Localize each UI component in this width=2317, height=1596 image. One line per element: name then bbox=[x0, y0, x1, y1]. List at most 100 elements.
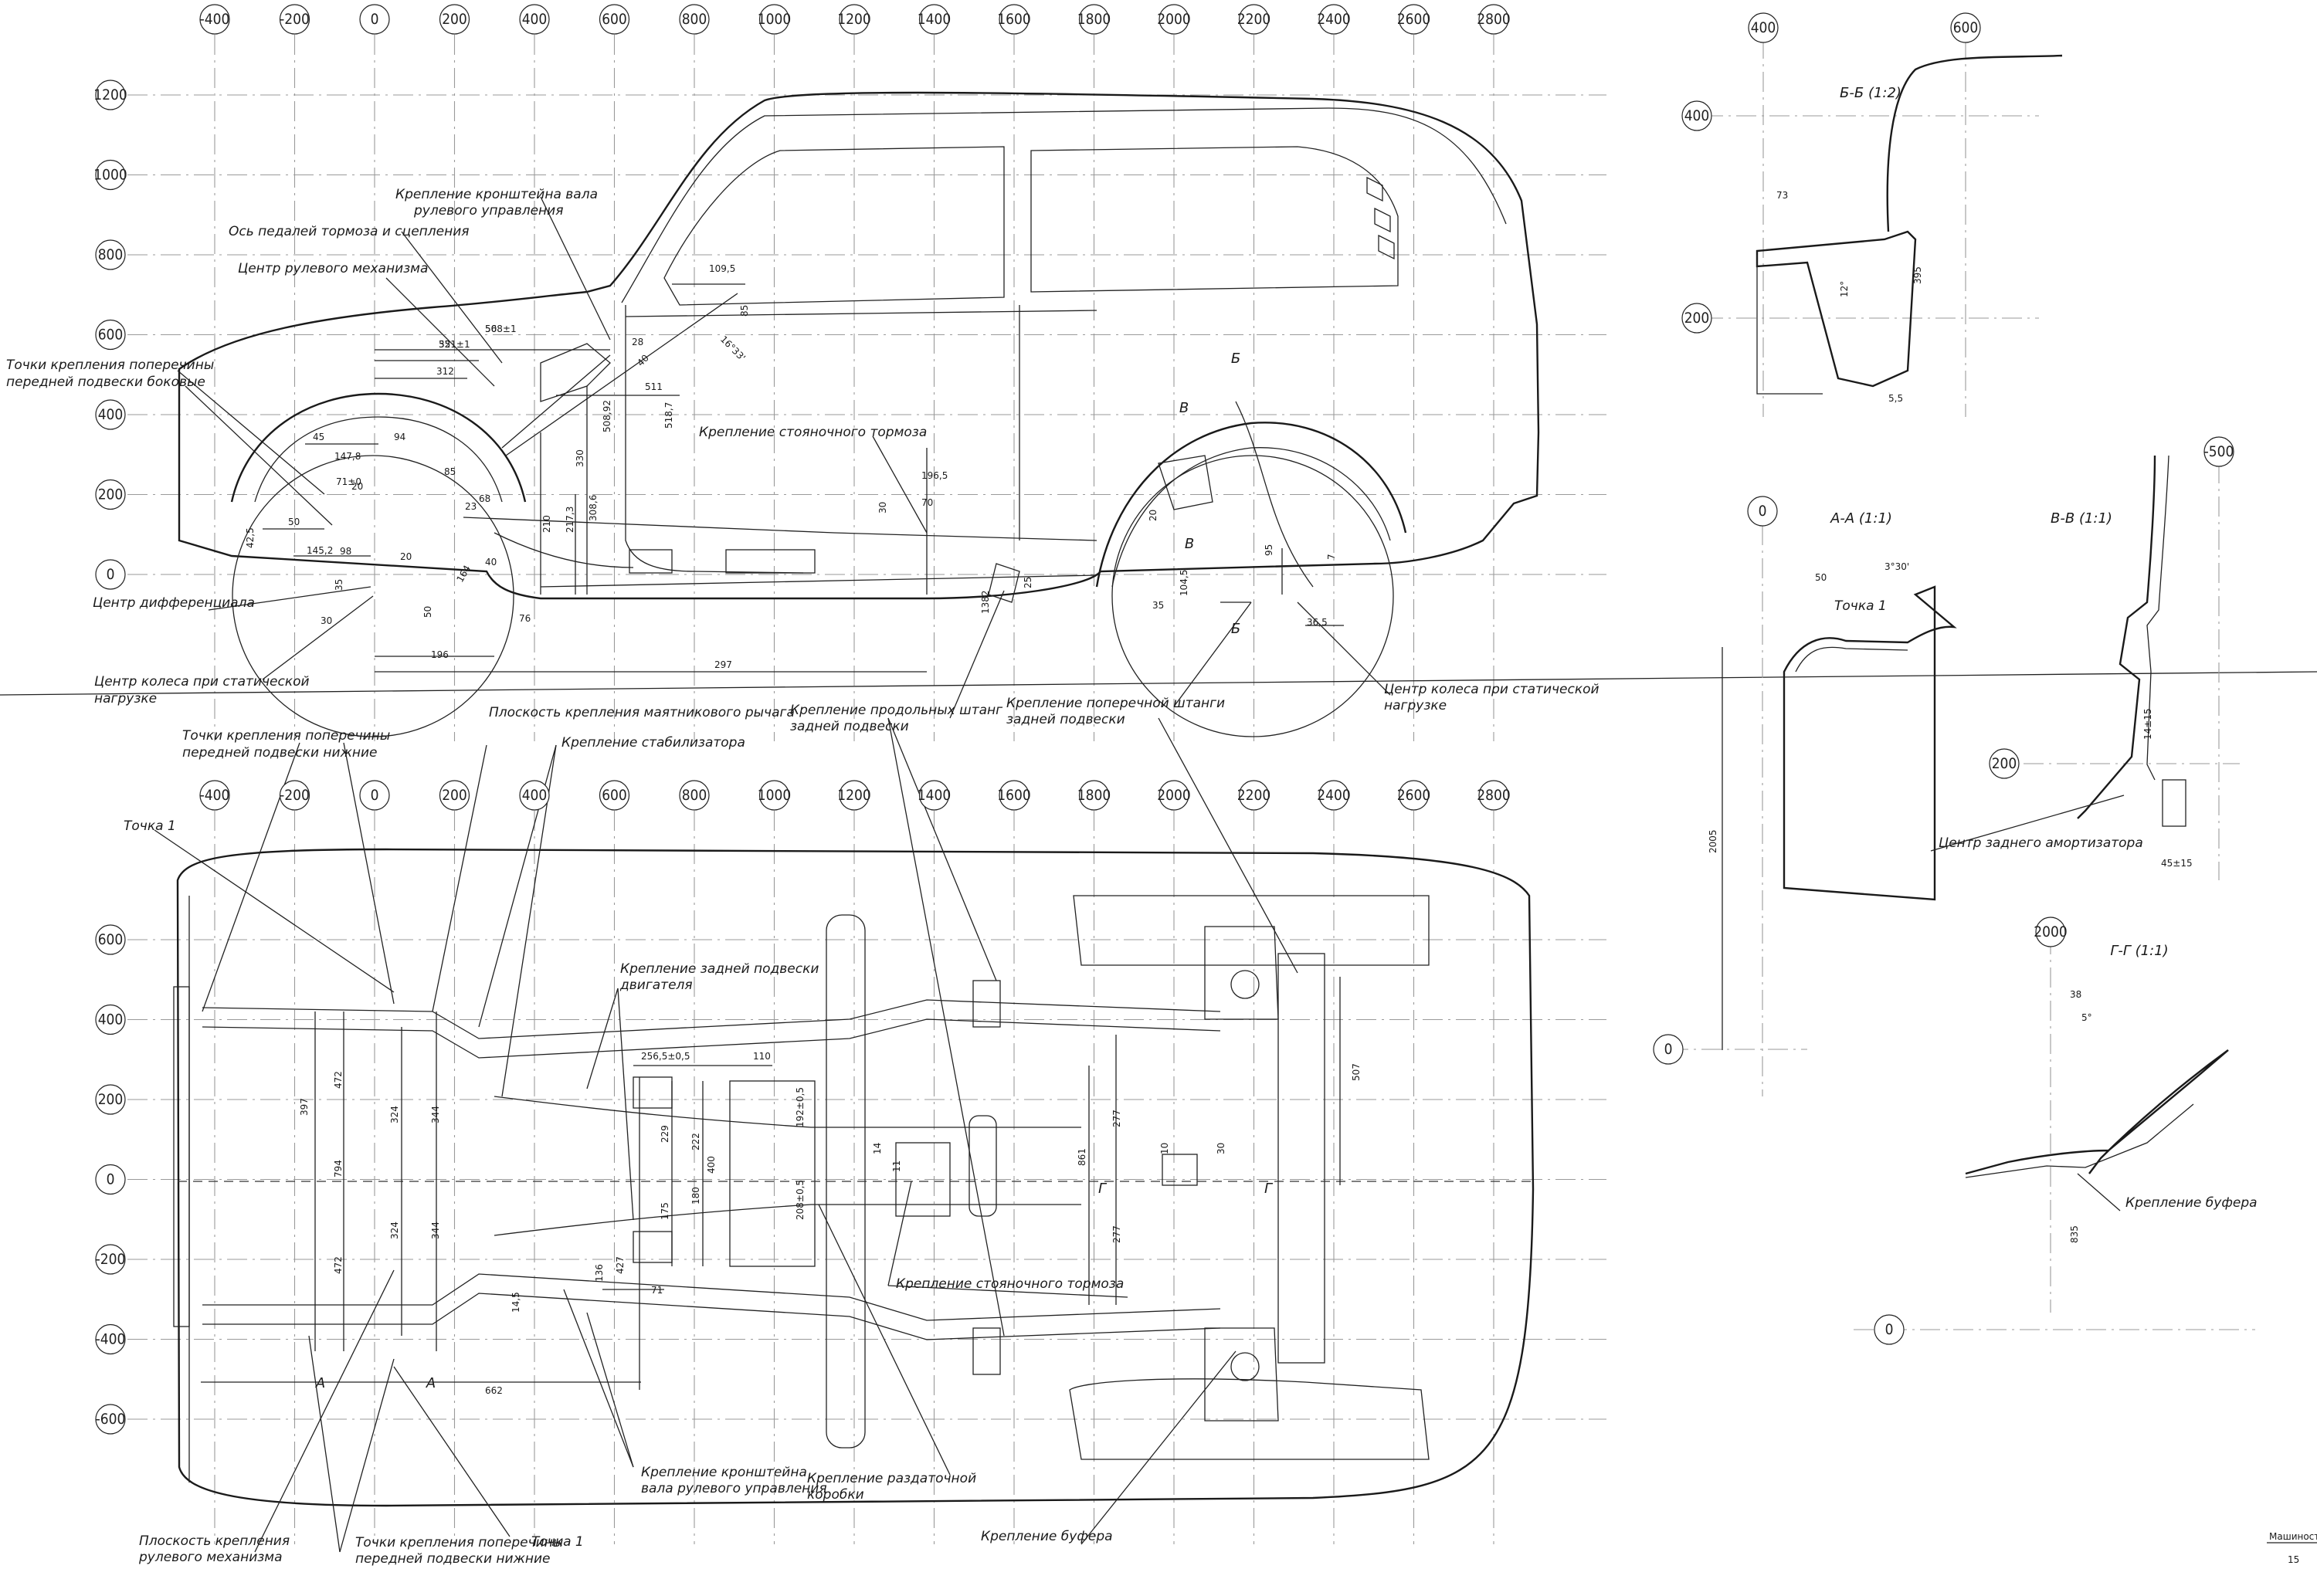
dimension-value: 5° bbox=[2081, 1012, 2092, 1023]
rear-wheel-arch-inner bbox=[1111, 447, 1391, 588]
label-stabilizer: Крепление стабилизатора bbox=[561, 735, 745, 751]
label-diff-center: Центр дифференциала bbox=[93, 595, 255, 611]
gg-inner bbox=[1965, 1103, 2194, 1178]
vv-profile bbox=[2077, 455, 2156, 819]
axis-bubble-x: 1600 bbox=[997, 780, 1031, 811]
front-window bbox=[663, 146, 1005, 306]
dimension-value: 568±1 bbox=[485, 324, 517, 334]
dimension-value: 30 bbox=[321, 615, 332, 626]
dimension-value: 73 bbox=[1776, 190, 1788, 201]
section-axis-bubble: 0 bbox=[1747, 496, 1778, 527]
dimension-value: 42,5 bbox=[245, 527, 256, 548]
dimension-value: 297 bbox=[714, 659, 732, 670]
dimension-value: 507 bbox=[1351, 1063, 1362, 1081]
axis-bubble-z: 1200 bbox=[93, 80, 127, 110]
dimension-value: 35 bbox=[334, 579, 344, 591]
axis-bubble-x: -200 bbox=[279, 4, 310, 35]
dimension-value: 45±15 bbox=[2161, 858, 2193, 869]
rear-floor-panel bbox=[1069, 1378, 1430, 1460]
axis-bubble-x: 1800 bbox=[1077, 4, 1111, 35]
rear-wheel-arch bbox=[1095, 422, 1407, 588]
label-wheel-center-rear-1: Центр колеса при статической bbox=[1384, 682, 1600, 697]
dimension-value: 344 bbox=[430, 1106, 441, 1123]
dimension-value: 147,8 bbox=[334, 451, 361, 462]
label-rear-long-rods-2: задней подвески bbox=[790, 719, 909, 734]
bottom-labels: Точки крепления поперечины передней подв… bbox=[124, 705, 1124, 1567]
axis-label-x: 2000 bbox=[1157, 787, 1191, 804]
label-engine-rear-1: Крепление задней подвески bbox=[620, 961, 819, 977]
label-rear-cross-rod-2: задней подвески bbox=[1006, 712, 1125, 727]
side-view: Б Б В В bbox=[177, 91, 1540, 737]
axis-bubble-x: 2400 bbox=[1317, 4, 1351, 35]
floor-box-1 bbox=[629, 549, 673, 574]
dimension-value: 85 bbox=[739, 305, 750, 317]
axis-label-x: -400 bbox=[200, 787, 230, 804]
section-axis-bubble: -500 bbox=[2203, 436, 2234, 467]
bottom-leader-lines bbox=[154, 717, 1298, 1553]
bb-pillar bbox=[1886, 54, 2063, 232]
label-parking-brake-bottom: Крепление стояночного тормоза bbox=[896, 1276, 1124, 1292]
dimension-value: 192±0,5 bbox=[795, 1087, 806, 1127]
axis-bubble-y: 200 bbox=[95, 1084, 126, 1115]
vv-title: В-В (1:1) bbox=[2051, 510, 2112, 527]
rear-rod-mount-left bbox=[972, 980, 1001, 1028]
frame-line-2 bbox=[540, 574, 1097, 588]
section-axis-bubble: 600 bbox=[1950, 12, 1981, 43]
dimension-value: 30 bbox=[1216, 1143, 1226, 1154]
dimension-value: 20 bbox=[400, 551, 412, 562]
axis-bubble-x: 0 bbox=[359, 4, 390, 35]
dimension-value: 312 bbox=[436, 366, 454, 377]
dimension-value: 40 bbox=[485, 557, 497, 568]
rear-right-hole bbox=[1230, 1352, 1260, 1381]
dimension-value: 20 bbox=[1148, 510, 1158, 521]
label-front-susp-lateral-1: Точки крепления поперечины bbox=[6, 357, 214, 373]
dimension-value: 217,3 bbox=[565, 507, 575, 533]
axis-bubble-x: 600 bbox=[599, 4, 630, 35]
label-pendulum-plane: Плоскость крепления маятникового рычага bbox=[489, 705, 795, 720]
dimension-value: 427 bbox=[615, 1256, 626, 1274]
dimension-value: 344 bbox=[430, 1222, 441, 1239]
axis-bubble-x: -200 bbox=[279, 780, 310, 811]
rear-floor-panel-top bbox=[1073, 895, 1430, 966]
axis-label-x: -200 bbox=[280, 787, 310, 804]
axis-bubble-x: 1800 bbox=[1077, 780, 1111, 811]
section-mark-b-bottom: Б bbox=[1231, 621, 1240, 637]
axis-bubble-x: 1600 bbox=[997, 4, 1031, 35]
label-bracket-shaft-2: рулевого управления bbox=[413, 203, 563, 219]
axis-label-x: 800 bbox=[682, 11, 707, 28]
dimension-value: 508,92 bbox=[602, 400, 612, 432]
section-axis-label: 2000 bbox=[2034, 923, 2068, 940]
dimension-value: 16°33' bbox=[718, 334, 748, 363]
axis-bubble-x: 1000 bbox=[758, 4, 791, 35]
dimension-value: 104,5 bbox=[1179, 570, 1189, 596]
steering-bracket-shape bbox=[540, 343, 611, 402]
dimension-value: 71±0 bbox=[336, 476, 361, 487]
rear-rod-bracket bbox=[1158, 455, 1213, 510]
member-right-upper bbox=[202, 1273, 1221, 1321]
axis-bubble-x: 2800 bbox=[1477, 780, 1511, 811]
dimension-value: 210 bbox=[541, 515, 552, 533]
front-wheel-circle bbox=[232, 455, 514, 737]
front-wheel-arch bbox=[230, 392, 527, 503]
dimension-value: 2005 bbox=[1708, 829, 1718, 853]
label-lower-points-1: Точки крепления поперечины bbox=[182, 728, 390, 744]
section-axis-label: 200 bbox=[1992, 755, 2017, 772]
label-rear-long-rods-1: Крепление продольных штанг bbox=[790, 703, 1002, 718]
gg-leader bbox=[2077, 1173, 2121, 1211]
bottom-view: А А Г Г bbox=[154, 717, 1537, 1553]
axis-bubble-x: 400 bbox=[519, 780, 550, 811]
label-steering-plane-2: рулевого механизма bbox=[138, 1550, 283, 1565]
axis-label-y: 400 bbox=[98, 1011, 124, 1028]
member-left-lower bbox=[202, 1018, 1221, 1059]
label-transfer-case-1: Крепление раздаточной bbox=[807, 1471, 976, 1486]
axis-bubble-z: 600 bbox=[95, 319, 126, 351]
section-aa: А-А (1:1) Точка 1 bbox=[1668, 510, 1957, 1096]
dimension-value: 85 bbox=[444, 466, 456, 477]
axis-bubble-z: 400 bbox=[95, 399, 126, 430]
axis-label-x: 2200 bbox=[1237, 11, 1271, 28]
label-wheel-center-front-1: Центр колеса при статической bbox=[94, 674, 310, 690]
side-vent-1 bbox=[1366, 176, 1383, 202]
door-front-line bbox=[625, 305, 804, 574]
